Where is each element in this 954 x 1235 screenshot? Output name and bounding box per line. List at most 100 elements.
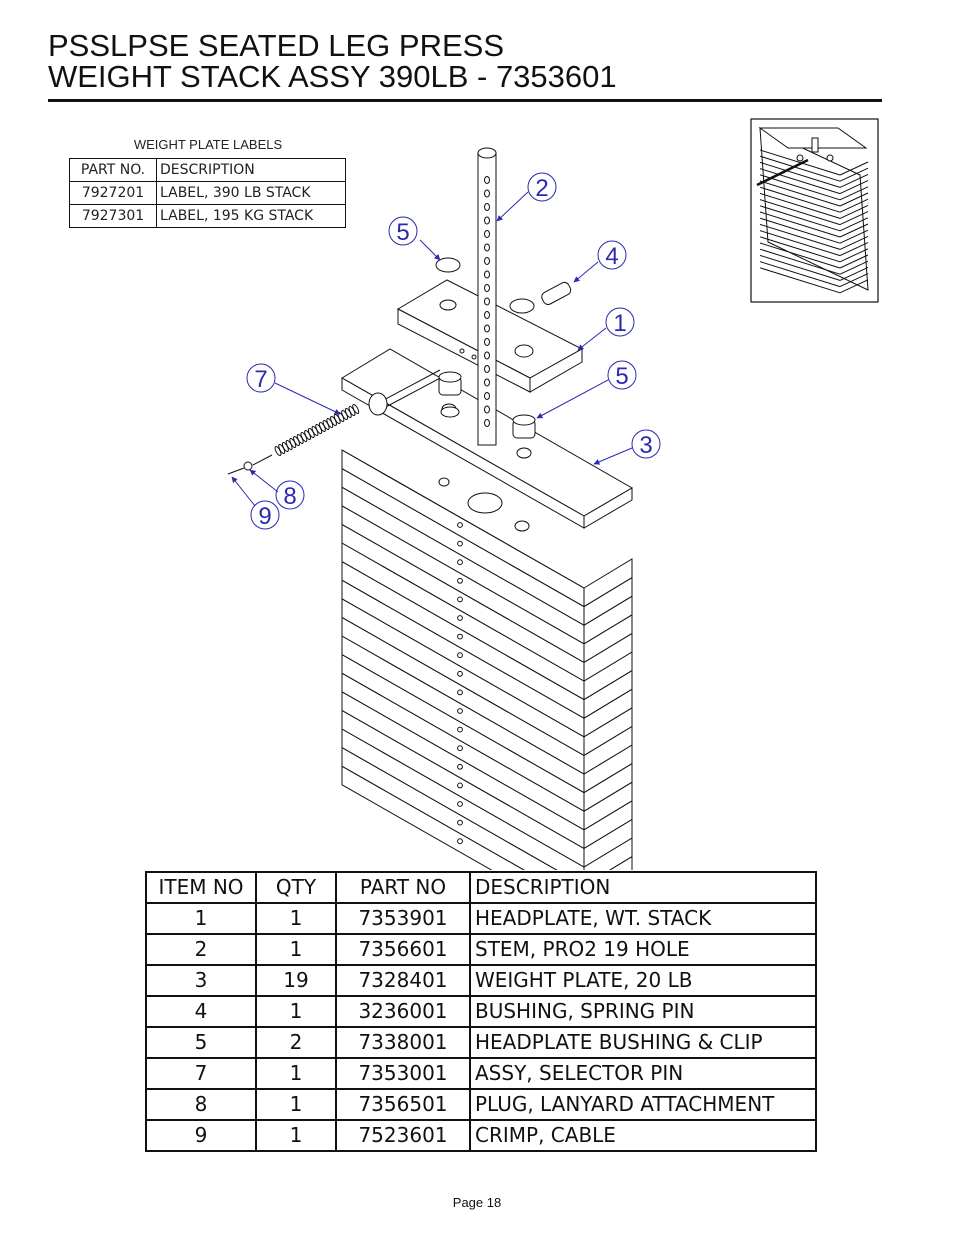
stem-hole — [484, 365, 490, 373]
headplate-bushings — [435, 257, 536, 439]
bom-cell-qty: 1 — [255, 1088, 337, 1121]
thumbnail-plate-line — [839, 198, 869, 213]
labels-table: PART NO. DESCRIPTION 7927201 LABEL, 390 … — [69, 158, 346, 228]
bom-cell-item: 8 — [145, 1088, 257, 1121]
callout-1-label: 1 — [613, 310, 626, 337]
weight-stack-plates — [341, 449, 633, 870]
bom-cell-qty: 2 — [255, 1026, 337, 1059]
thumbnail-plate-line — [839, 204, 869, 219]
title-rule — [48, 99, 882, 102]
bom-cell-item: 5 — [145, 1026, 257, 1059]
spring-coil — [352, 403, 360, 415]
thumbnail-plate-line — [759, 261, 841, 288]
callout-2: 2 — [527, 172, 557, 202]
thumbnail-plate-line — [759, 205, 841, 232]
labels-cell-part: 7927301 — [69, 204, 157, 228]
weight-plate-pin-hole — [457, 652, 463, 659]
exploded-assembly-drawing: 2 5 4 1 5 3 7 8 — [227, 118, 879, 870]
bom-header-item: ITEM NO — [145, 871, 257, 904]
bom-cell-description: WEIGHT PLATE, 20 LB — [469, 964, 817, 997]
bom-cell-part: 7353001 — [335, 1057, 471, 1090]
thumbnail-plate-line — [759, 242, 841, 269]
page-title: PSSLPSE SEATED LEG PRESS WEIGHT STACK AS… — [48, 30, 888, 92]
labels-row: 7927201 LABEL, 390 LB STACK — [69, 181, 346, 205]
bom-cell-item: 1 — [145, 902, 257, 935]
weight-plate-pin-hole — [457, 819, 463, 826]
thumbnail-plate-line — [839, 173, 869, 188]
selector-stem — [477, 147, 497, 446]
thumbnail-plate-line — [759, 236, 841, 263]
weight-plate-pin-hole — [457, 540, 463, 547]
thumbnail-plate-line — [839, 223, 869, 238]
bom-cell-item: 2 — [145, 933, 257, 966]
labels-cell-description: LABEL, 390 LB STACK — [156, 181, 346, 205]
stem-hole — [484, 405, 490, 414]
callout-5-lower: 5 — [607, 360, 637, 390]
bom-row: 2 1 7356601 STEM, PRO2 19 HOLE — [145, 933, 817, 966]
stem-hole — [484, 378, 490, 387]
thumbnail-plate-line — [839, 186, 869, 201]
bom-cell-qty: 1 — [255, 995, 337, 1028]
bom-row: 1 1 7353901 HEADPLATE, WT. STACK — [145, 902, 817, 935]
thumbnail-plate-line — [759, 149, 841, 176]
labels-header-row: PART NO. DESCRIPTION — [69, 158, 346, 182]
weight-plate-pin-hole — [457, 763, 463, 770]
callout-5-upper-label: 5 — [396, 219, 409, 246]
bom-row: 5 2 7338001 HEADPLATE BUSHING & CLIP — [145, 1026, 817, 1059]
thumbnail-plate-line — [839, 229, 869, 244]
weight-plate-pin-hole — [457, 577, 463, 584]
stem-hole — [484, 243, 490, 252]
stem-hole — [484, 338, 490, 346]
thumbnail-plate-line — [759, 223, 841, 250]
title-line-2: WEIGHT STACK ASSY 390LB - 7353601 — [48, 59, 617, 94]
bom-cell-qty: 1 — [255, 1119, 337, 1152]
weight-plate-pin-hole — [457, 689, 463, 696]
bom-header-row: ITEM NO QTY PART NO DESCRIPTION — [145, 871, 817, 904]
callout-5-upper: 5 — [388, 216, 418, 246]
stem-hole — [484, 189, 490, 198]
labels-table-caption: WEIGHT PLATE LABELS — [133, 137, 283, 152]
callout-9: 9 — [250, 500, 280, 530]
thumbnail-plate-line — [759, 211, 841, 238]
bom-cell-item: 4 — [145, 995, 257, 1028]
labels-cell-description: LABEL, 195 KG STACK — [156, 204, 346, 228]
thumbnail-plate-line — [839, 180, 869, 195]
bom-row: 8 1 7356501 PLUG, LANYARD ATTACHMENT — [145, 1088, 817, 1121]
bom-cell-description: CRIMP, CABLE — [469, 1119, 817, 1152]
callout-3-label: 3 — [639, 432, 652, 459]
bom-cell-item: 9 — [145, 1119, 257, 1152]
callout-3: 3 — [631, 429, 661, 459]
callout-5-lower-label: 5 — [615, 363, 628, 390]
thumbnail-plate-line — [759, 168, 841, 195]
thumbnail-plate-line — [839, 260, 869, 275]
bom-cell-part: 7356601 — [335, 933, 471, 966]
weight-plate-pin-hole — [457, 745, 463, 752]
bom-row: 3 19 7328401 WEIGHT PLATE, 20 LB — [145, 964, 817, 997]
thumbnail-plate-line — [759, 248, 841, 275]
thumbnail-plate-line — [759, 180, 841, 207]
thumbnail-plate-line — [839, 161, 869, 176]
thumbnail-plate-line — [759, 155, 841, 182]
bom-cell-part: 3236001 — [335, 995, 471, 1028]
labels-row: 7927301 LABEL, 195 KG STACK — [69, 204, 346, 228]
title-line-1: PSSLPSE SEATED LEG PRESS — [48, 28, 504, 63]
thumbnail-plate-line — [839, 266, 869, 281]
thumbnail-plate-line — [759, 267, 841, 294]
weight-plate-pin-hole — [457, 708, 463, 714]
callout-7-label: 7 — [254, 366, 267, 393]
bom-cell-item: 3 — [145, 964, 257, 997]
callout-9-label: 9 — [258, 503, 271, 530]
stem-hole — [484, 216, 490, 225]
assembled-thumbnail — [750, 118, 879, 303]
thumbnail-plate-line — [759, 192, 841, 219]
bom-cell-description: HEADPLATE, WT. STACK — [469, 902, 817, 935]
bom-cell-item: 7 — [145, 1057, 257, 1090]
bom-header-description: DESCRIPTION — [469, 871, 817, 904]
bom-cell-description: BUSHING, SPRING PIN — [469, 995, 817, 1028]
bom-cell-part: 7356501 — [335, 1088, 471, 1121]
thumbnail-plate-line — [839, 254, 869, 269]
bom-cell-description: PLUG, LANYARD ATTACHMENT — [469, 1088, 817, 1121]
weight-plate-pin-hole — [457, 726, 463, 733]
thumbnail-plate-line — [839, 167, 869, 182]
thumbnail-plate-line — [839, 273, 869, 288]
